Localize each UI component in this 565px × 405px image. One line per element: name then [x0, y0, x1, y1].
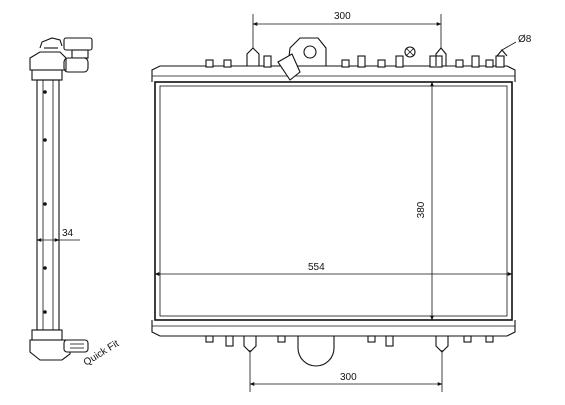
height-label: 380 [416, 201, 427, 218]
radiator-core [154, 81, 513, 321]
top-left-mount-pin [246, 47, 260, 66]
top-tank-clips [205, 55, 505, 68]
bottom-tank [151, 320, 516, 367]
top-spacing-dimension: 300 [252, 11, 442, 48]
side-body [36, 79, 60, 331]
height-dimension: 380 [416, 81, 434, 321]
bottom-right-mount-pin [435, 336, 449, 353]
top-tank: Ø8 [151, 34, 532, 82]
side-view: 34 Quick Fit [29, 37, 121, 369]
bottom-spacing-dimension: 300 [249, 350, 443, 392]
hole-diameter-label: Ø8 [518, 34, 532, 45]
bottom-left-mount-pin [243, 336, 257, 353]
vent-plug [404, 46, 416, 58]
width-label: 554 [308, 262, 325, 273]
hole-pin: Ø8 [496, 34, 532, 57]
front-view: Ø8 [151, 11, 532, 392]
top-filler-neck [277, 37, 327, 81]
width-dimension: 554 [154, 262, 513, 276]
depth-dimension: 34 [36, 228, 80, 242]
side-top-filler-neck [29, 37, 93, 81]
bottom-spacing-label: 300 [340, 372, 357, 383]
bottom-tank-clips [205, 335, 494, 347]
bottom-outlet-port [297, 335, 335, 367]
top-spacing-label: 300 [334, 11, 351, 22]
depth-dimension-label: 34 [62, 228, 74, 239]
side-bottom-outlet [29, 329, 89, 361]
